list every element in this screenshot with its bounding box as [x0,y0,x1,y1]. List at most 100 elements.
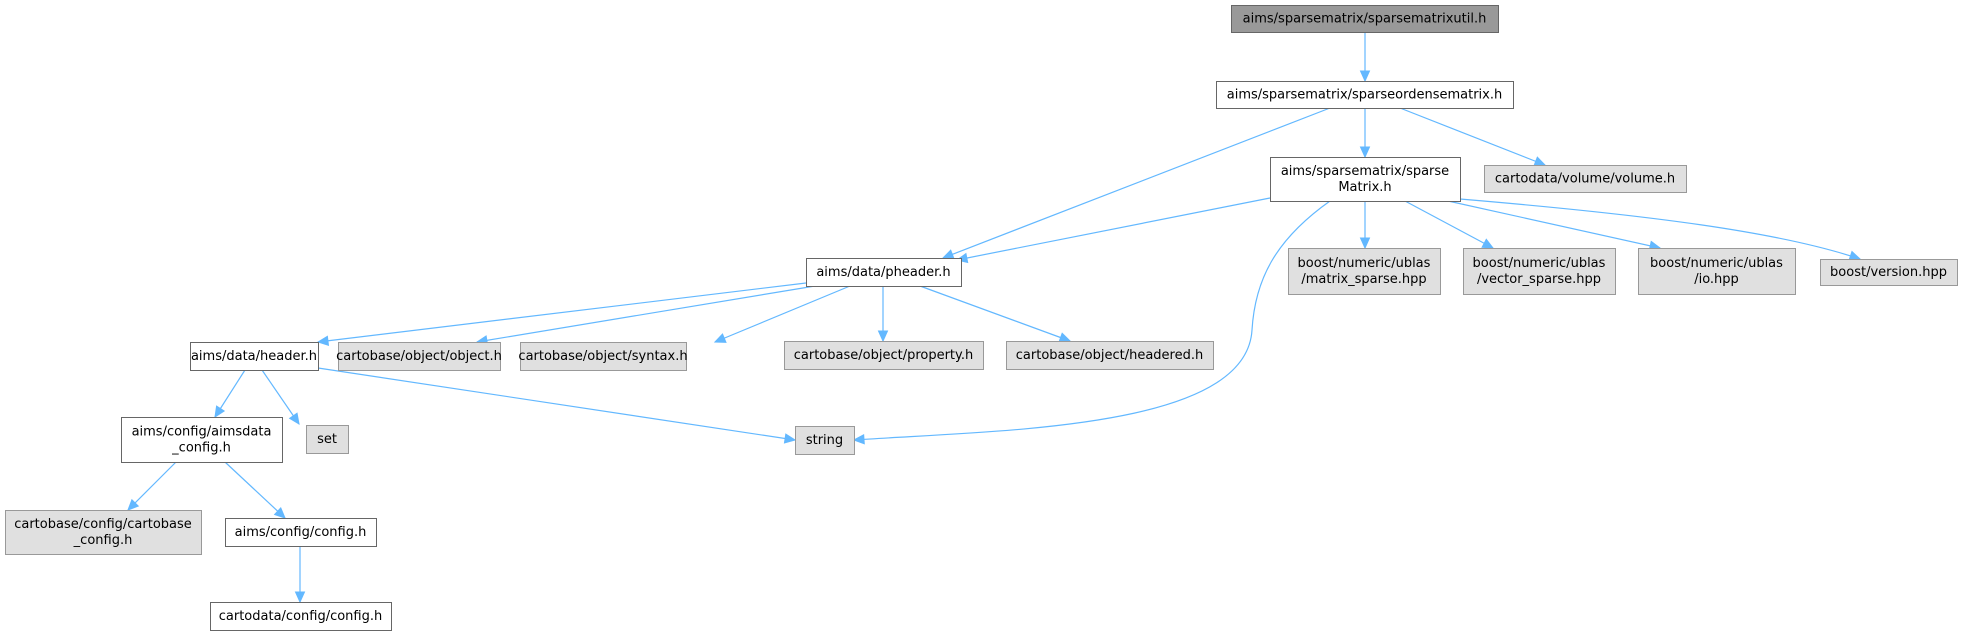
node-vector_sparse: boost/numeric/ublas/vector_sparse.hpp [1463,248,1616,295]
node-label: cartobase/object/syntax.h [518,349,687,364]
edge-line [942,107,1331,259]
node-box [1216,81,1514,109]
edge-line [919,285,1071,342]
node-cartobase_config: cartobase/config/cartobase_config.h [5,510,202,555]
node-label: cartobase/object/property.h [794,348,974,363]
node-syntax: cartobase/object/syntax.h [518,342,688,371]
node-io: boost/numeric/ublas/io.hpp [1638,248,1796,295]
edge-sparseMatrix-to-io [1447,200,1662,251]
node-label: /io.hpp [1694,272,1739,287]
node-box [121,417,283,463]
arrowhead-icon [852,434,865,445]
arrowhead-icon [1359,237,1371,250]
node-version: boost/version.hpp [1820,259,1958,286]
node-box [225,518,377,547]
node-matrix_sparse: boost/numeric/ublas/matrix_sparse.hpp [1288,248,1441,295]
arrowhead-icon [1848,250,1862,261]
edge-pheader-to-header [316,282,807,346]
node-label: cartodata/config/config.h [219,609,382,624]
node-label: aims/sparsematrix/sparseordensematrix.h [1227,88,1502,103]
node-set: set [306,425,349,454]
edge-pheader-to-property [877,286,889,343]
edge-pheader-to-syntax [713,285,851,343]
edge-pheader-to-headered [919,285,1072,343]
edge-pheader-to-object [475,285,816,346]
node-pheader[interactable]: aims/data/pheader.h [806,258,962,287]
node-label: boost/numeric/ublas [1298,256,1431,271]
node-label: /matrix_sparse.hpp [1301,272,1426,287]
node-box [806,258,962,287]
node-box [1484,165,1687,193]
edge-aims_config-to-cartodata_config [294,546,306,604]
node-label: boost/numeric/ublas [1473,256,1606,271]
node-label: aims/sparsematrix/sparse [1281,164,1449,179]
edge-aimsdata_config-to-aims_config [224,461,286,519]
edge-line [317,282,807,343]
node-label: /vector_sparse.hpp [1477,272,1601,287]
node-header[interactable]: aims/data/header.h [190,342,319,371]
edge-header-to-string [317,367,797,444]
edge-line [1447,200,1661,249]
node-sparsematrixutil[interactable]: aims/sparsematrix/sparsematrixutil.h [1231,5,1499,33]
edge-sparseMatrix-to-pheader [955,197,1271,264]
node-label: cartobase/object/object.h [336,349,502,364]
node-sparseordensematrix[interactable]: aims/sparsematrix/sparseordensematrix.h [1216,81,1514,109]
node-headered: cartobase/object/headered.h [1006,341,1214,370]
node-box [520,342,687,371]
edge-line [224,461,286,519]
edge-sparsematrixutil-to-sparseordensematrix [1359,32,1371,83]
nodes-layer: aims/sparsematrix/sparsematrixutil.h aims… [5,5,1958,631]
node-box [1638,248,1796,295]
edge-line [261,369,300,425]
node-label: cartodata/volume/volume.h [1495,172,1675,187]
node-box [1288,248,1441,295]
edge-line [1459,198,1861,260]
edge-line [317,367,796,441]
node-box [1006,341,1214,370]
arrowhead-icon [783,433,797,444]
node-label: cartobase/config/cartobase [14,517,192,532]
arrowhead-icon [273,506,286,519]
arrowhead-icon [877,330,889,343]
arrowhead-icon [713,333,727,343]
arrowhead-icon [294,591,306,604]
node-box [5,510,202,555]
node-volume: cartodata/volume/volume.h [1484,165,1687,193]
node-box [1820,259,1958,286]
arrowhead-icon [941,249,955,260]
arrowhead-icon [127,498,140,511]
node-label: boost/numeric/ublas [1650,256,1783,271]
node-box [1270,157,1461,202]
node-box [795,426,855,455]
node-label: aims/data/pheader.h [816,265,950,280]
edge-line [127,461,177,511]
node-box [190,342,319,371]
node-aimsdata_config[interactable]: aims/config/aimsdata_config.h [121,417,283,463]
node-string: string [795,426,855,455]
arrowhead-icon [1058,332,1072,343]
edges-layer [127,32,1862,604]
edge-header-to-aimsdata_config [214,369,246,419]
node-box [784,341,984,370]
node-box [1463,248,1616,295]
edge-line [476,285,816,343]
arrowhead-icon [1533,156,1547,167]
node-label: Matrix.h [1338,180,1391,195]
node-label: aims/config/aimsdata [132,425,272,440]
edge-sparseMatrix-to-vector_sparse [1404,200,1495,249]
arrowhead-icon [316,335,330,346]
node-label: aims/config/config.h [235,525,367,540]
node-box [306,425,349,454]
node-label: set [317,432,337,447]
node-aims_config[interactable]: aims/config/config.h [225,518,377,547]
edge-header-to-set [261,369,300,426]
edge-line [714,285,851,343]
node-cartodata_config[interactable]: cartodata/config/config.h [210,602,392,631]
node-box [338,342,501,371]
node-box [1231,5,1499,33]
node-label: string [806,433,843,448]
arrowhead-icon [214,405,226,419]
edge-sparseordensematrix-to-volume [1399,107,1547,167]
arrowhead-icon [288,412,300,426]
